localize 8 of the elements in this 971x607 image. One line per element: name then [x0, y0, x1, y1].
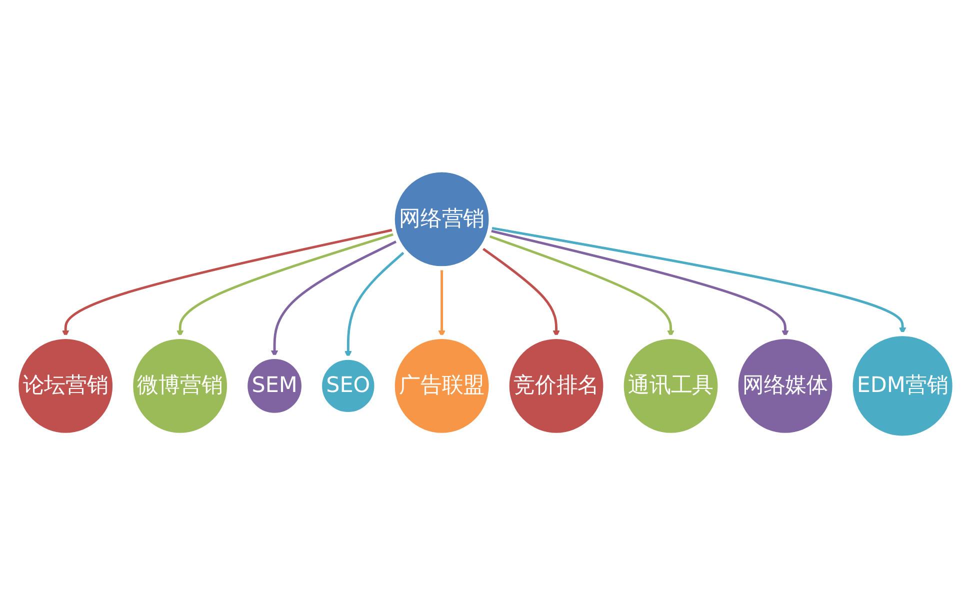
arrow: [489, 228, 789, 337]
arrow: [490, 226, 906, 334]
arrow: [270, 239, 398, 357]
arrow: [438, 268, 446, 337]
arrow: [176, 232, 396, 337]
arrow: [480, 246, 560, 337]
arrow: [488, 234, 674, 337]
arrow: [62, 228, 394, 337]
